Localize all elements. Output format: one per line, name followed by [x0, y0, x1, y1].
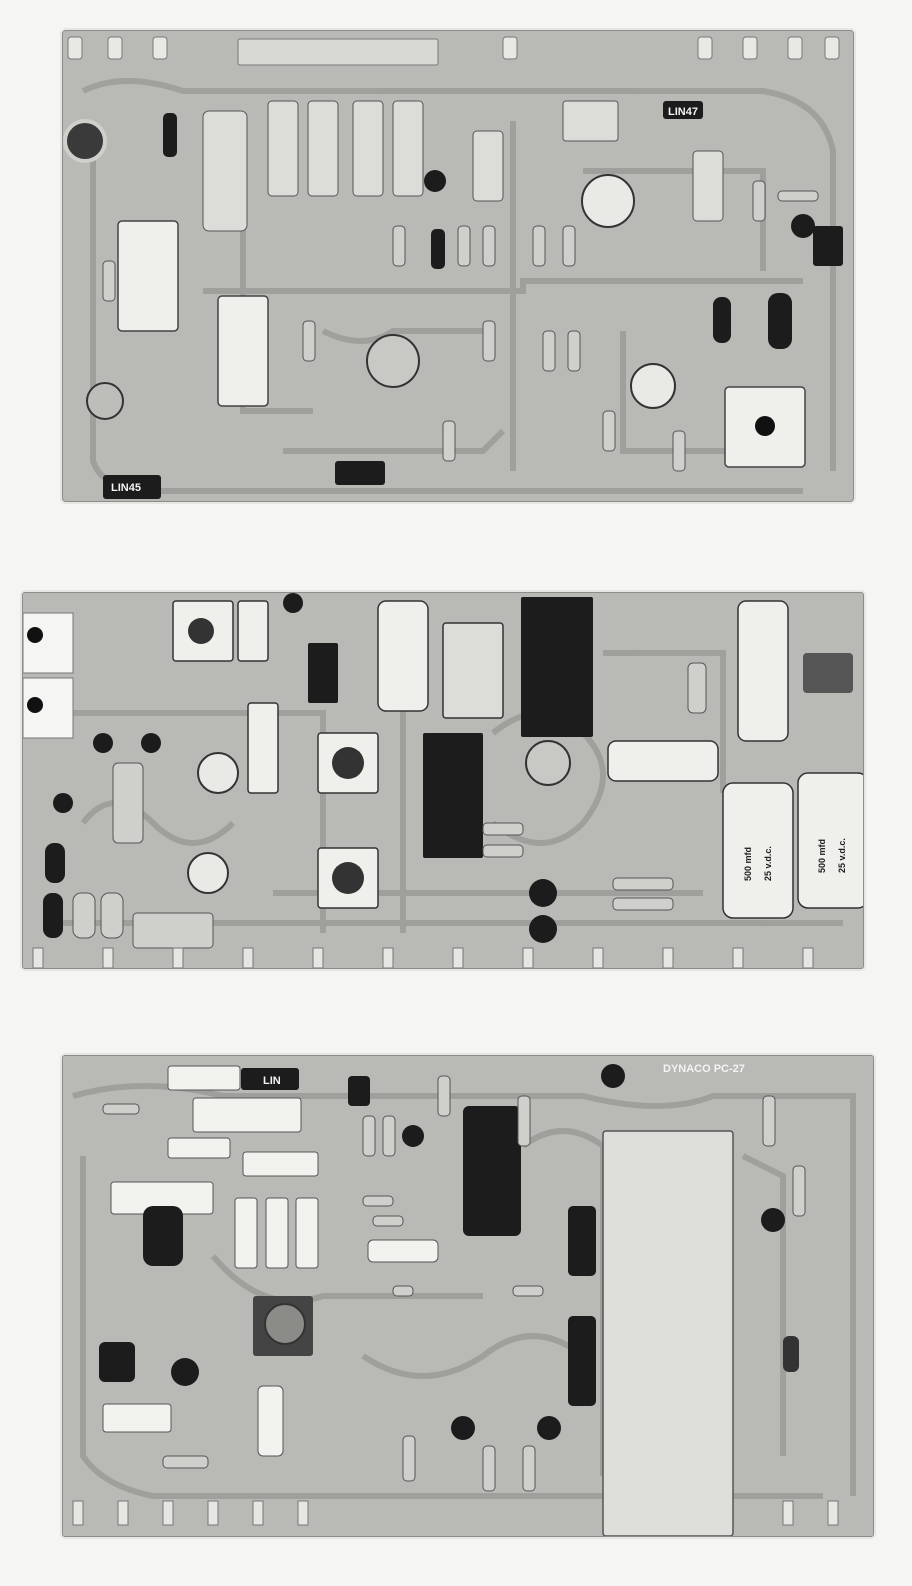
circuit-board-bottom: DYNACO PC-27 LIN: [62, 1055, 874, 1537]
board-bottom-label-lin: LIN: [263, 1075, 281, 1087]
circuit-board-middle: 500 mfd 25 v.d.c. 500 mfd 25 v.d.c.: [22, 592, 864, 969]
board-bottom-label-dynaco: DYNACO PC-27: [663, 1063, 745, 1075]
circuit-board-middle-image: 500 mfd 25 v.d.c. 500 mfd 25 v.d.c.: [23, 593, 863, 968]
capacitor-label-2-capacitance: 500 mfd: [817, 839, 827, 873]
board-top-label-lin45: LIN45: [111, 482, 141, 494]
capacitor-label-2-voltage: 25 v.d.c.: [837, 838, 847, 873]
capacitor-label-1-voltage: 25 v.d.c.: [763, 846, 773, 881]
circuit-board-bottom-image: DYNACO PC-27 LIN: [72, 1063, 856, 1536]
capacitor-label-1-capacitance: 500 mfd: [743, 847, 753, 881]
circuit-board-top-image: LIN45 LIN47: [63, 36, 843, 499]
circuit-board-top: LIN45 LIN47: [62, 30, 854, 502]
board-top-label-lin47: LIN47: [668, 106, 698, 118]
large-capacitor-block: [602, 1130, 734, 1536]
